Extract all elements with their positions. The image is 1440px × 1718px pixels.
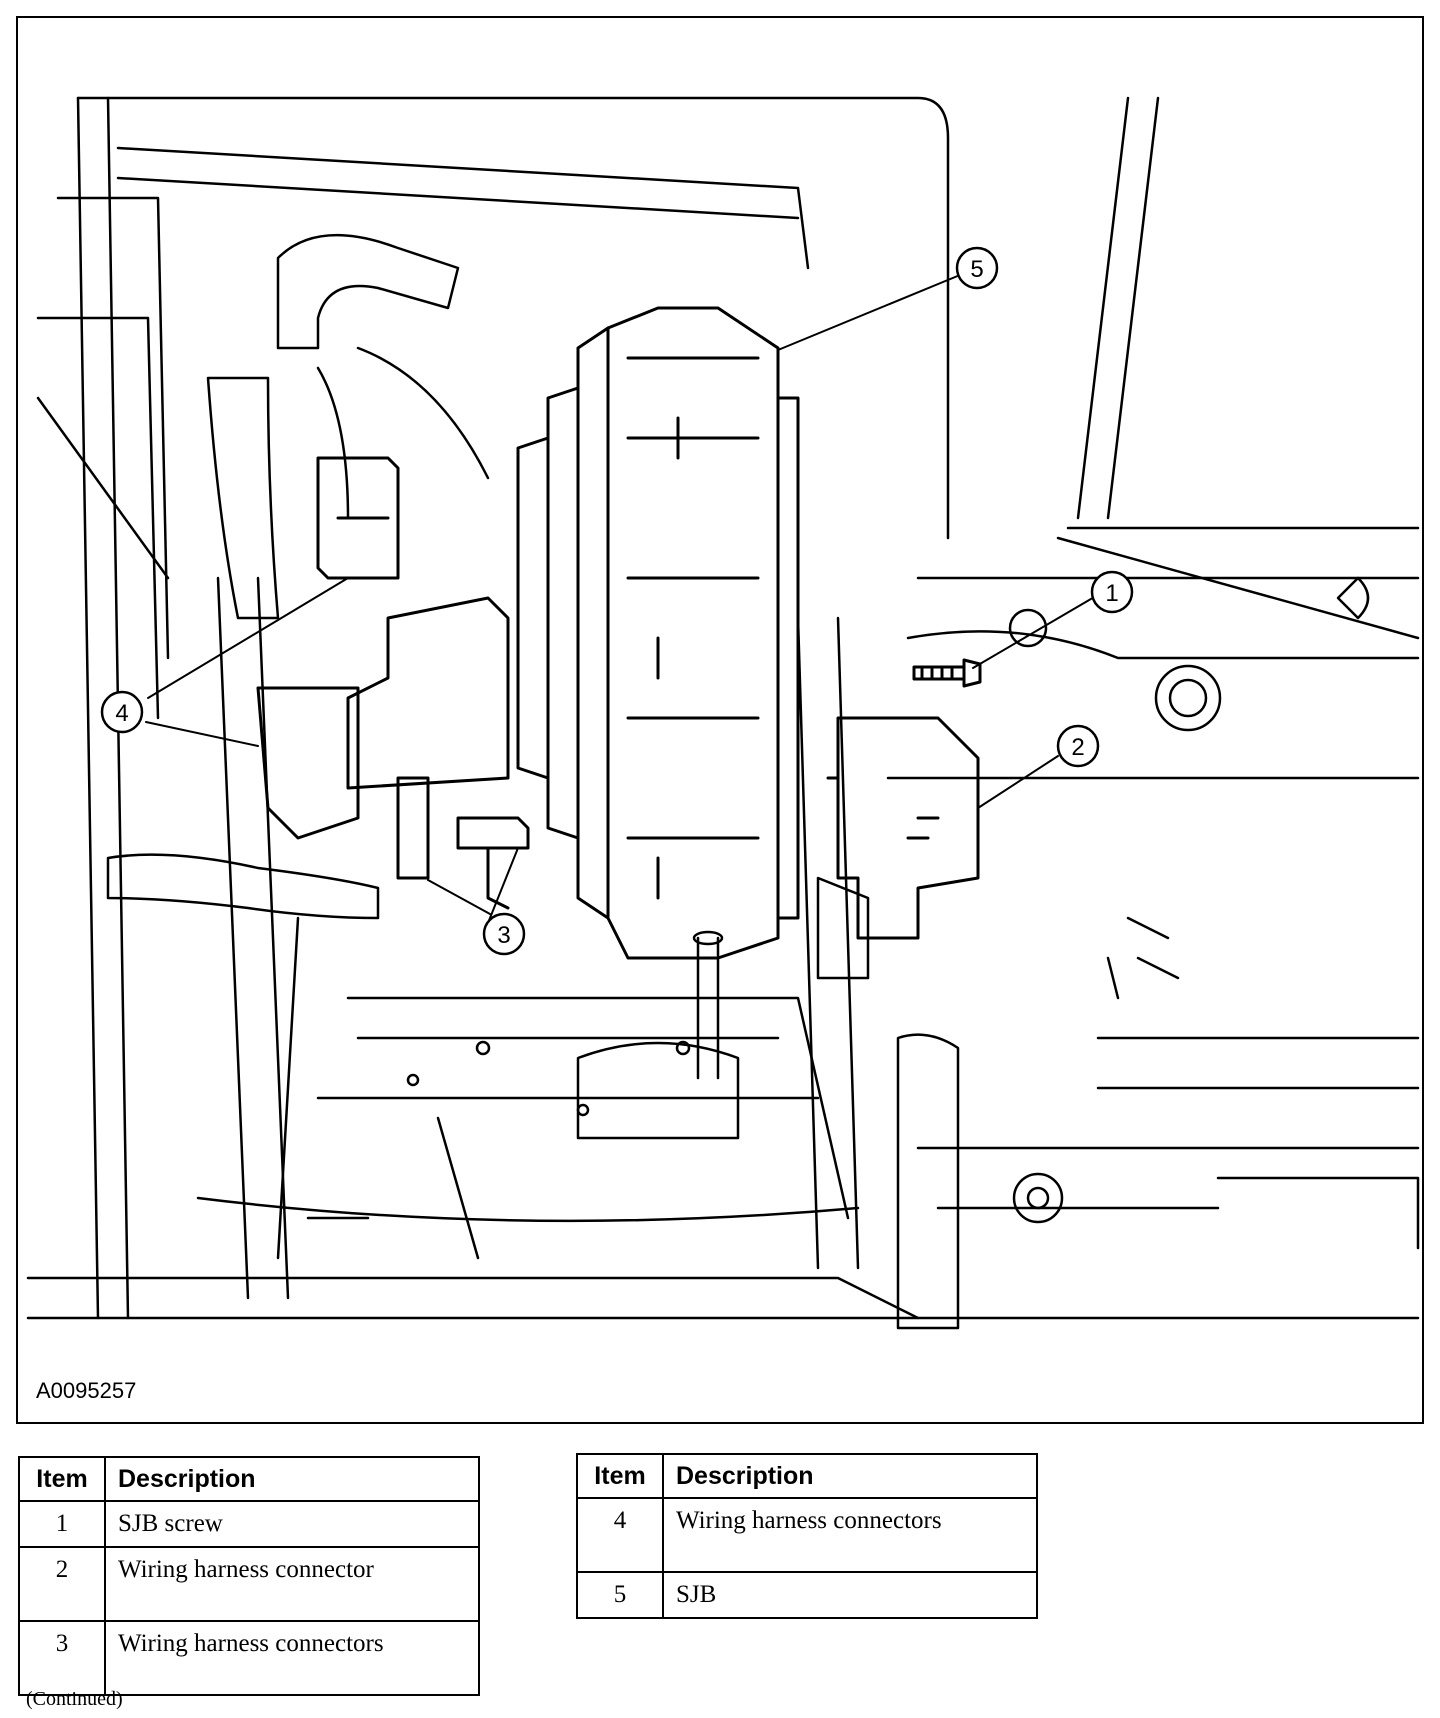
vehicle-line-drawing: 1 2 3 4 5 xyxy=(26,96,1420,1330)
legend-item-description: Wiring harness connectors xyxy=(104,1620,480,1696)
svg-text:5: 5 xyxy=(970,256,983,283)
legend-item-header: Item xyxy=(576,1453,664,1499)
legend-item-number: 3 xyxy=(18,1620,106,1696)
legend-description-header: Description xyxy=(662,1453,1038,1499)
legend-item-description: Wiring harness connectors xyxy=(662,1497,1038,1573)
svg-text:4: 4 xyxy=(115,700,128,727)
sjb-screw xyxy=(912,658,982,688)
legend-table-right: Item Description 4 Wiring harness connec… xyxy=(576,1453,1038,1619)
callout-leaders xyxy=(145,274,1097,924)
legend-row: 3 Wiring harness connectors xyxy=(18,1620,480,1696)
connector-item-3 xyxy=(456,816,530,910)
legend-item-number: 5 xyxy=(576,1571,664,1619)
legend-item-description: Wiring harness connector xyxy=(104,1546,480,1622)
center-console-floor xyxy=(26,576,1420,1320)
legend-row: 5 SJB xyxy=(576,1571,1038,1619)
connector-item-2 xyxy=(826,716,980,940)
legend-item-number: 4 xyxy=(576,1497,664,1573)
legend-row: 4 Wiring harness connectors xyxy=(576,1497,1038,1573)
callout-1: 1 xyxy=(1090,570,1134,614)
legend-item-header: Item xyxy=(18,1456,106,1502)
callout-4: 4 xyxy=(100,690,144,734)
instrument-panel-frame xyxy=(36,96,1420,1320)
legend-description-header: Description xyxy=(104,1456,480,1502)
svg-text:1: 1 xyxy=(1105,580,1118,607)
continued-note: (Continued) xyxy=(26,1688,123,1710)
legend-item-description: SJB xyxy=(662,1571,1038,1619)
legend-table-left: Item Description 1 SJB screw 2 Wiring ha… xyxy=(18,1456,480,1696)
connector-item-4 xyxy=(256,456,510,880)
legend-row: 1 SJB screw xyxy=(18,1500,480,1548)
callout-2: 2 xyxy=(1056,724,1100,768)
callout-3: 3 xyxy=(482,912,526,956)
svg-text:2: 2 xyxy=(1071,734,1084,761)
figure-id-label: A0095257 xyxy=(36,1378,137,1403)
legend-row: 2 Wiring harness connector xyxy=(18,1546,480,1622)
exploded-view-figure: 1 2 3 4 5 A0095257 xyxy=(16,16,1424,1424)
wiring-harness-bundles xyxy=(106,233,960,1330)
legend-header-row: Item Description xyxy=(576,1453,1038,1499)
sjb-module xyxy=(516,306,800,960)
legend-header-row: Item Description xyxy=(18,1456,480,1502)
legend-item-number: 2 xyxy=(18,1546,106,1622)
callout-5: 5 xyxy=(955,246,999,290)
svg-text:3: 3 xyxy=(497,922,510,949)
legend-item-number: 1 xyxy=(18,1500,106,1548)
legend-item-description: SJB screw xyxy=(104,1500,480,1548)
